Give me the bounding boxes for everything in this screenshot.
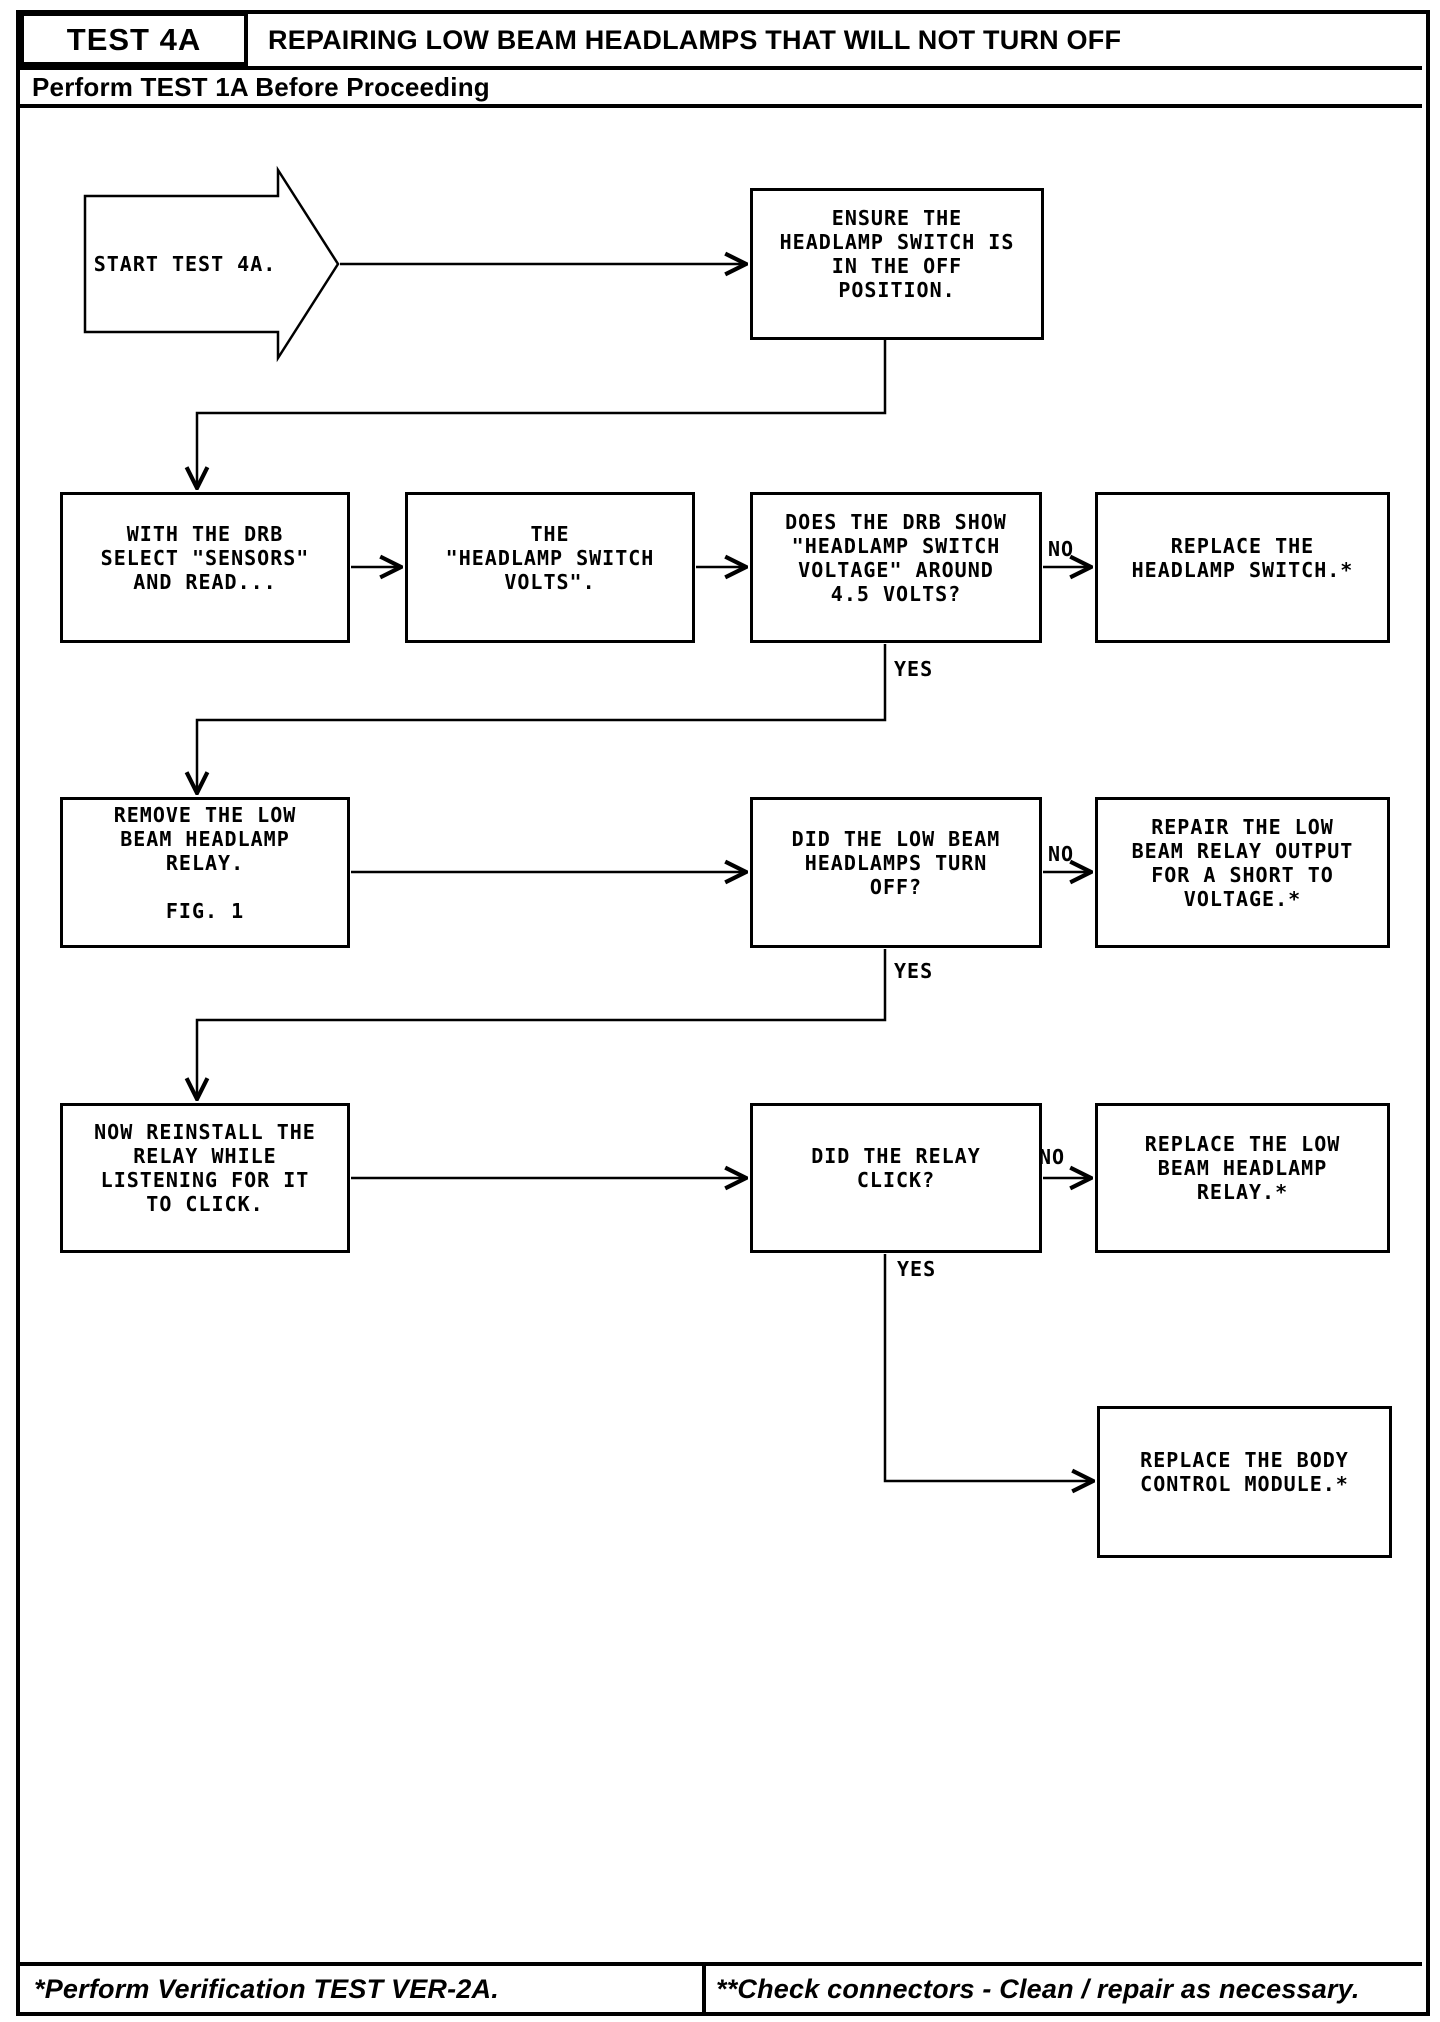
footer-note-verification: *Perform Verification TEST VER-2A.: [34, 1973, 499, 2004]
branch-no-3: NO: [1039, 1145, 1066, 1169]
node-question-switch-voltage: DOES THE DRB SHOW "HEADLAMP SWITCH VOLTA…: [750, 492, 1042, 643]
edge-yes2: [197, 949, 887, 1098]
edge-ensure-to-drb: [197, 339, 887, 487]
branch-yes-3: YES: [897, 1257, 937, 1281]
footer-divider-top: [20, 1962, 1422, 1966]
node-drb-select-sensors: WITH THE DRB SELECT "SENSORS" AND READ..…: [60, 492, 350, 643]
footer-note-connectors: **Check connectors - Clean / repair as n…: [716, 1973, 1360, 2004]
node-replace-low-beam-relay: REPLACE THE LOW BEAM HEADLAMP RELAY.*: [1095, 1103, 1390, 1253]
branch-yes-2: YES: [894, 959, 934, 983]
node-question-relay-click: DID THE RELAY CLICK?: [750, 1103, 1042, 1253]
node-headlamp-switch-volts: THE "HEADLAMP SWITCH VOLTS".: [405, 492, 695, 643]
test-id-box: TEST 4A: [20, 12, 248, 66]
node-reinstall-relay: NOW REINSTALL THE RELAY WHILE LISTENING …: [60, 1103, 350, 1253]
edge-yes1: [197, 644, 887, 792]
node-replace-headlamp-switch: REPLACE THE HEADLAMP SWITCH.*: [1095, 492, 1390, 643]
node-question-headlamps-turn-off: DID THE LOW BEAM HEADLAMPS TURN OFF?: [750, 797, 1042, 948]
start-arrow-shape: [83, 165, 340, 363]
page-title: REPAIRING LOW BEAM HEADLAMPS THAT WILL N…: [268, 24, 1122, 55]
node-ensure-switch-off: ENSURE THE HEADLAMP SWITCH IS IN THE OFF…: [750, 188, 1044, 340]
start-node-label: START TEST 4A.: [93, 252, 277, 276]
page-border: [16, 10, 1430, 2016]
branch-no-1: NO: [1048, 537, 1075, 561]
branch-no-2: NO: [1048, 842, 1075, 866]
header-divider-2: [20, 104, 1422, 108]
test-id-label: TEST 4A: [66, 21, 202, 57]
edge-yes3-to-bcm: [883, 1254, 1092, 1481]
footer-divider-vertical: [702, 1966, 706, 2012]
branch-yes-1: YES: [894, 657, 934, 681]
node-repair-relay-output: REPAIR THE LOW BEAM RELAY OUTPUT FOR A S…: [1095, 797, 1390, 948]
header-divider-1: [20, 66, 1422, 70]
node-replace-bcm: REPLACE THE BODY CONTROL MODULE.*: [1097, 1406, 1392, 1558]
node-remove-relay: REMOVE THE LOW BEAM HEADLAMP RELAY. FIG.…: [60, 797, 350, 948]
page-subtitle: Perform TEST 1A Before Proceeding: [32, 72, 490, 102]
